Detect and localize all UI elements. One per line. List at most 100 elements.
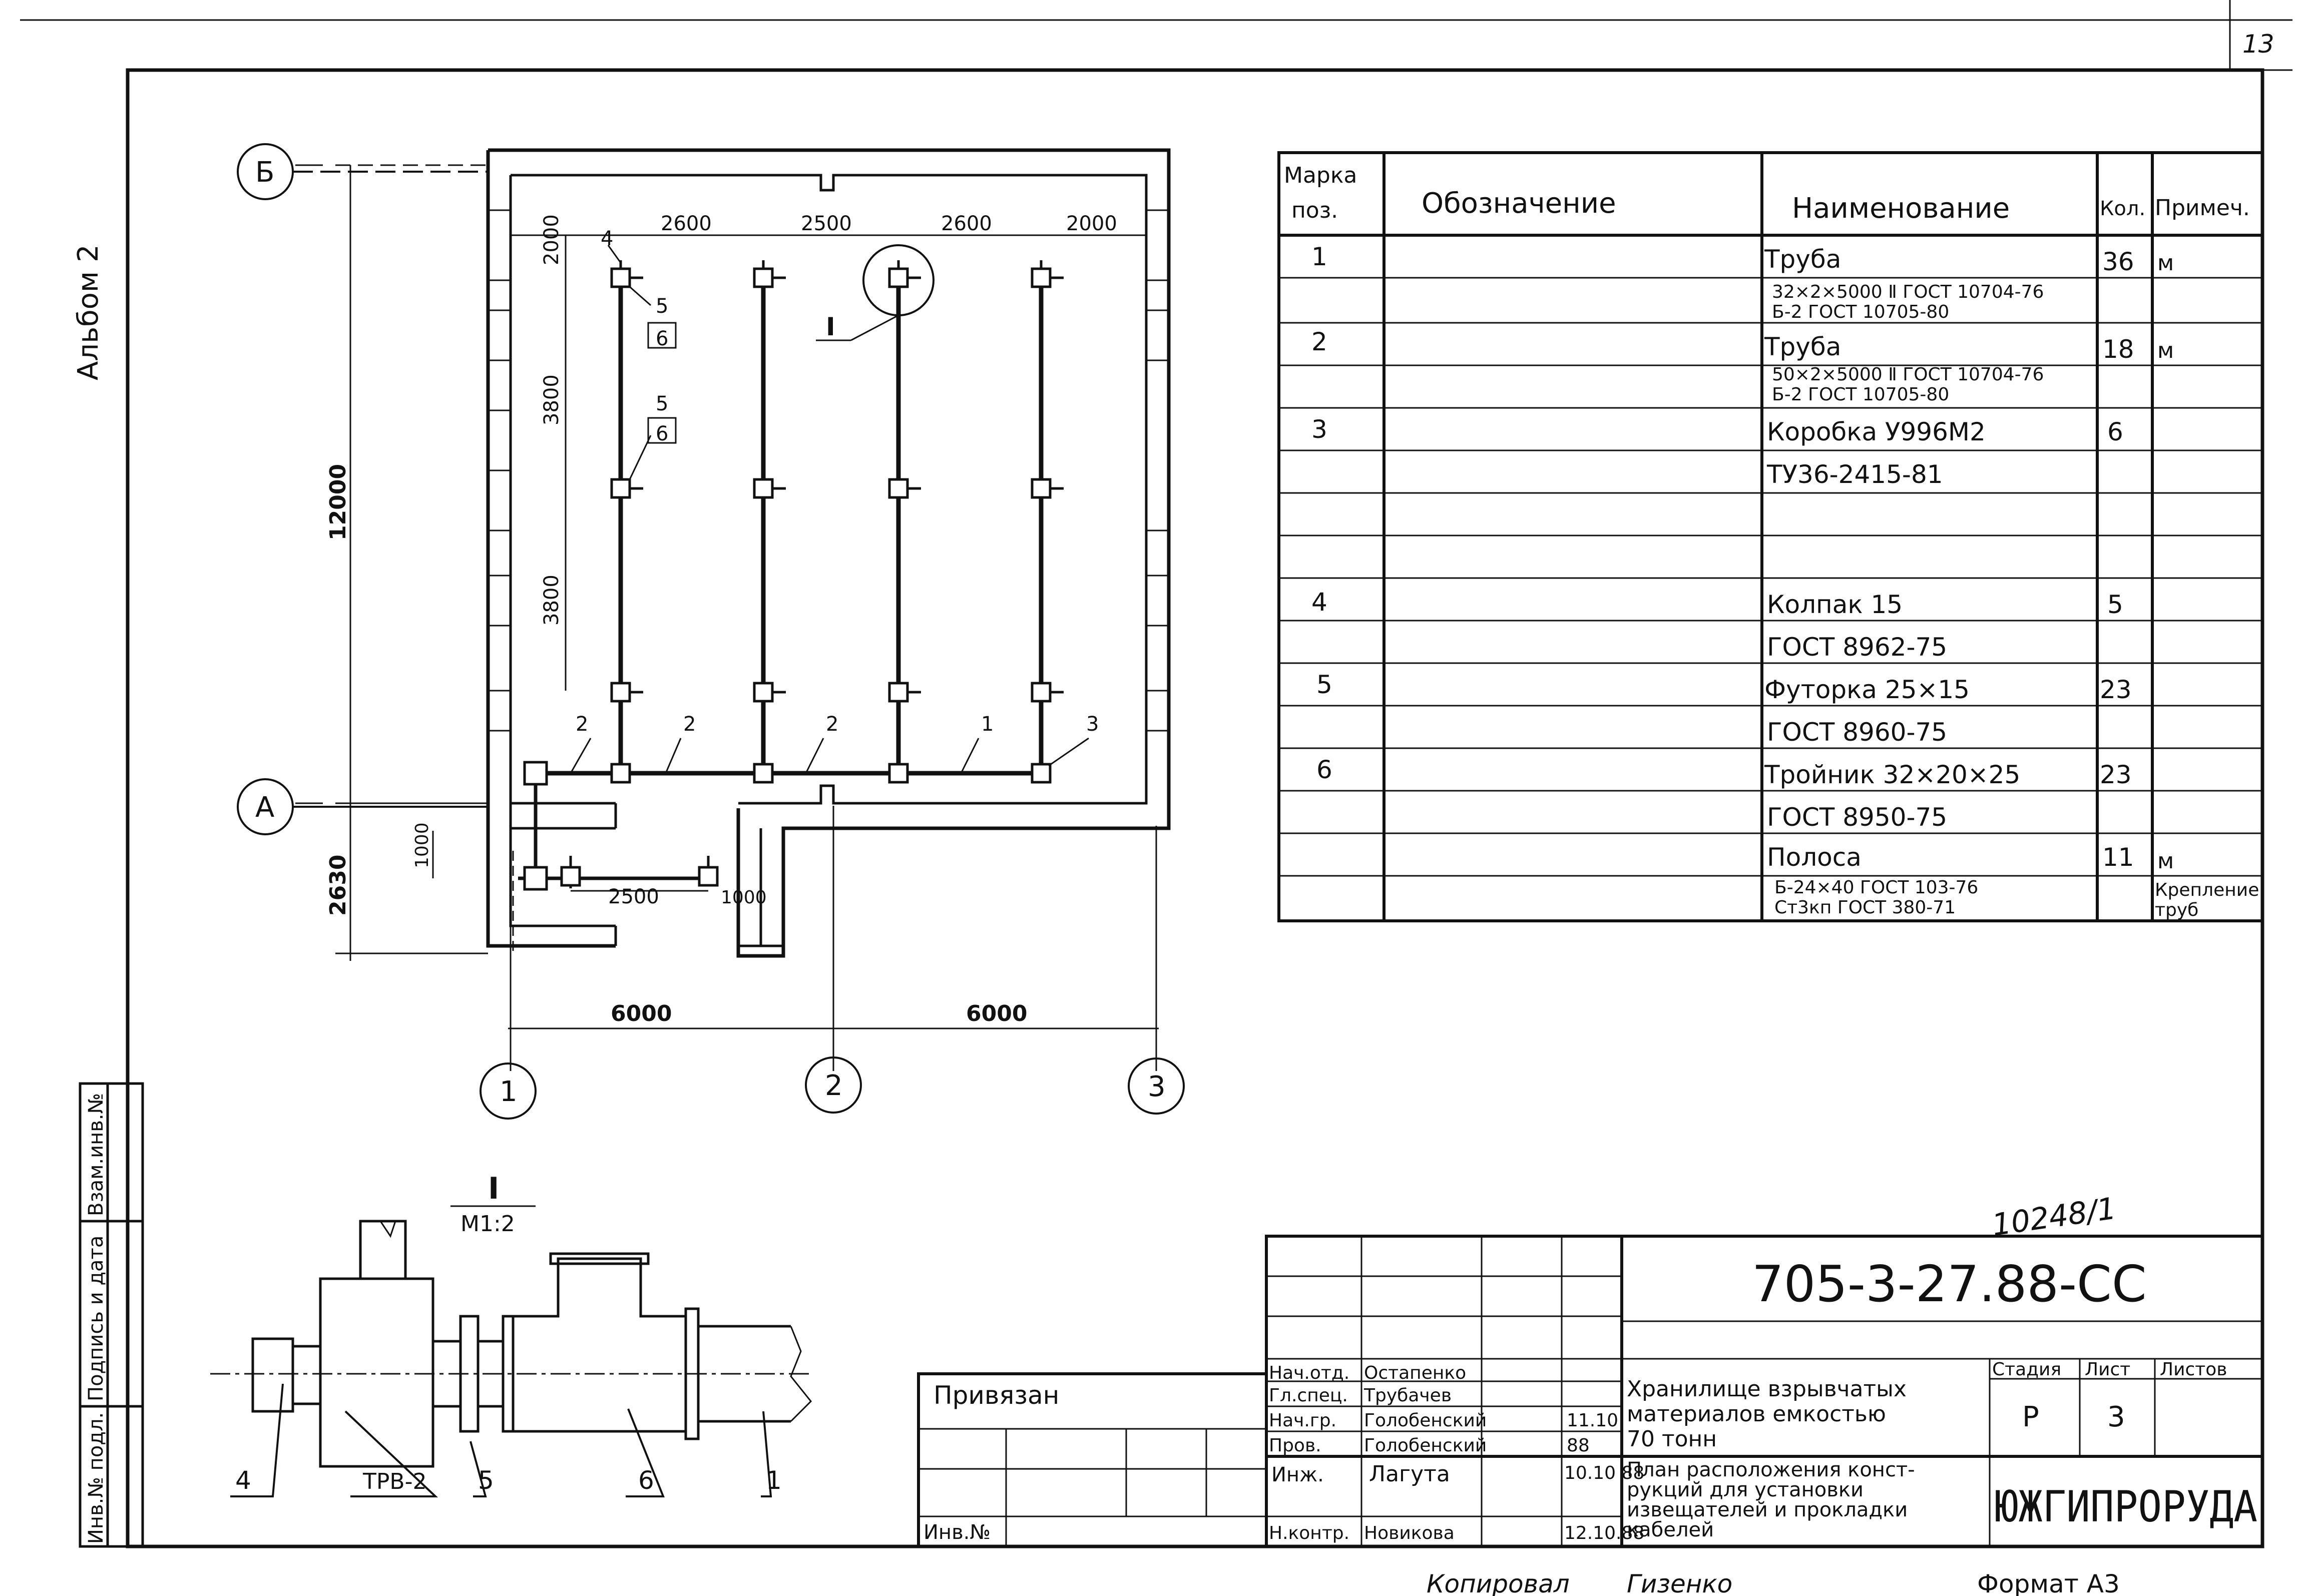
row-4-name: Колпак 15 bbox=[1767, 590, 1903, 619]
copied-name: Гизенко bbox=[1627, 1569, 1732, 1596]
sheets-label: Листов bbox=[2160, 1359, 2227, 1380]
stamp-inv-no: Инв.№ подл. bbox=[85, 1412, 108, 1544]
staff-role-4: Пров. bbox=[1269, 1435, 1321, 1456]
callout-node-i: I bbox=[826, 312, 835, 341]
row-5-qty: 23 bbox=[2100, 675, 2132, 704]
row-5-mark: 5 bbox=[1316, 670, 1332, 699]
staff-date-5: 10.10 88 bbox=[1564, 1463, 1644, 1483]
row-6-spec: ГОСТ 8950-75 bbox=[1767, 803, 1947, 832]
project-title-3: 70 тонн bbox=[1627, 1426, 1717, 1452]
row-2-name: Труба bbox=[1764, 332, 1841, 361]
privyazan-label: Привязан bbox=[934, 1381, 1059, 1410]
detail-label-1: 1 bbox=[766, 1466, 782, 1495]
row-4-qty: 5 bbox=[2107, 590, 2123, 619]
staff-date-3: 11.10 bbox=[1567, 1410, 1618, 1431]
side-stamp bbox=[79, 1082, 144, 1548]
dim-pitch-1: 3800 bbox=[540, 374, 563, 425]
row-3-spec: ТУ36-2415-81 bbox=[1766, 460, 1943, 489]
staff-name-6: Новикова bbox=[1364, 1523, 1455, 1543]
row-2-qty: 18 bbox=[2102, 335, 2134, 364]
callout-5b: 5 bbox=[656, 392, 668, 415]
dim-col-3: 2600 bbox=[941, 212, 992, 235]
staff-role-3: Нач.гр. bbox=[1269, 1410, 1336, 1431]
staff-date-4: 88 bbox=[1567, 1435, 1590, 1456]
staff-name-2: Трубачев bbox=[1363, 1385, 1452, 1406]
footer: Копировал Гизенко Формат А3 bbox=[1427, 1569, 2120, 1596]
callout-5a: 5 bbox=[656, 295, 668, 318]
sheet-title-1: План расположения конст- bbox=[1627, 1458, 1915, 1481]
copied-label: Копировал bbox=[1427, 1569, 1570, 1596]
row-strip-note-b: труб bbox=[2155, 900, 2198, 920]
dim-col-2: 2500 bbox=[801, 212, 852, 235]
callout-box-3: 3 bbox=[1086, 713, 1099, 736]
row-4-spec: ГОСТ 8962-75 bbox=[1767, 633, 1947, 662]
project-title-2: материалов емкостью bbox=[1627, 1401, 1886, 1427]
sheet-title-4: кабелей bbox=[1627, 1518, 1714, 1541]
staff-name-1: Остапенко bbox=[1364, 1363, 1466, 1383]
callout-6b: 6 bbox=[656, 422, 668, 445]
axis-3: 3 bbox=[1148, 1071, 1166, 1103]
detail-label-trv: ТРВ-2 bbox=[362, 1469, 426, 1494]
header-mark: Марка bbox=[1284, 163, 1357, 188]
dim-col-1: 2600 bbox=[661, 212, 712, 235]
dim-pitch-2: 3800 bbox=[540, 575, 563, 626]
dim-vest-h2: 1000 bbox=[721, 887, 767, 908]
staff-name-5: Лагута bbox=[1369, 1461, 1450, 1487]
staff-name-4: Голобенский bbox=[1364, 1435, 1487, 1456]
row-3-qty: 6 bbox=[2107, 417, 2123, 446]
dim-top-offset: 2000 bbox=[540, 214, 563, 265]
row-1-name: Труба bbox=[1764, 245, 1841, 274]
stamp-sign-date: Подпись и дата bbox=[85, 1236, 108, 1401]
sheet-value: 3 bbox=[2107, 1401, 2125, 1433]
row-3-name: Коробка У996М2 bbox=[1767, 417, 1986, 446]
row-1-spec-b: Б-2 ГОСТ 10705-80 bbox=[1772, 302, 1949, 322]
callout-4: 4 bbox=[601, 227, 613, 250]
row-strip-spec-a: Б-24×40 ГОСТ 103-76 bbox=[1774, 877, 1978, 898]
title-block-grid bbox=[917, 1235, 2264, 1548]
row-1-spec-a: 32×2×5000 Ⅱ ГОСТ 10704-76 bbox=[1772, 282, 2044, 302]
spec-table-header: Марка поз. Обозначение Наименование Кол.… bbox=[1284, 163, 2250, 225]
dim-vest-h: 2500 bbox=[608, 885, 659, 908]
detector-stubs bbox=[619, 260, 1064, 694]
row-1-qty: 36 bbox=[2102, 247, 2134, 276]
row-strip-note-a: Крепление bbox=[2155, 880, 2259, 900]
axis-2: 2 bbox=[825, 1070, 843, 1102]
header-name: Наименование bbox=[1792, 192, 2010, 225]
callout-pipe-2a: 2 bbox=[576, 713, 588, 736]
plan-dimension-texts: 12000 2630 2000 3800 3800 2600 2500 2600… bbox=[325, 212, 1117, 1026]
staff-date-6: 12.10.88 bbox=[1564, 1523, 1644, 1543]
row-2-spec-a: 50×2×5000 Ⅱ ГОСТ 10704-76 bbox=[1772, 364, 2044, 385]
header-note: Примеч. bbox=[2155, 195, 2250, 221]
row-strip-spec-b: Ст3кп ГОСТ 380-71 bbox=[1774, 897, 1956, 918]
row-6-qty: 23 bbox=[2100, 760, 2132, 789]
staff-name-3: Голобенский bbox=[1364, 1410, 1487, 1431]
axis-a: А bbox=[255, 791, 274, 824]
callout-pipe-2b: 2 bbox=[683, 713, 696, 736]
organization: ЮЖГИПРОРУДА bbox=[1995, 1482, 2257, 1532]
staff-role-6: Н.контр. bbox=[1269, 1523, 1349, 1543]
stamp-vzam: Взам.инв.№ bbox=[85, 1093, 108, 1216]
building-plan bbox=[486, 148, 1171, 958]
detail-label-5: 5 bbox=[478, 1466, 494, 1495]
grid-axes bbox=[237, 143, 1185, 1120]
row-1-mark: 1 bbox=[1311, 242, 1327, 271]
header-pos: поз. bbox=[1291, 198, 1338, 223]
row-strip-qty: 11 bbox=[2102, 843, 2134, 872]
document-code: 705-3-27.88-СС bbox=[1752, 1255, 2147, 1313]
staff-role-2: Гл.спец. bbox=[1269, 1385, 1348, 1406]
row-6-name: Тройник 32×20×25 bbox=[1764, 760, 2020, 789]
staff-role-1: Нач.отд. bbox=[1269, 1363, 1349, 1383]
axis-1: 1 bbox=[500, 1076, 518, 1108]
dim-vestibule-height: 2630 bbox=[325, 855, 351, 916]
plan-dimension-lines bbox=[295, 164, 1159, 1071]
detail-i bbox=[210, 1205, 812, 1497]
plan-callouts bbox=[570, 245, 1089, 774]
row-strip-name: Полоса bbox=[1767, 843, 1862, 872]
dim-col-4: 2000 bbox=[1066, 212, 1117, 235]
spec-table-grid bbox=[1277, 151, 2264, 922]
title-block-texts: 10248/1 705-3-27.88-СС Привязан Инв.№ На… bbox=[924, 1191, 2257, 1544]
stage-value: Р bbox=[2022, 1401, 2039, 1433]
dim-bay-2: 6000 bbox=[966, 1001, 1027, 1026]
header-designation: Обозначение bbox=[1422, 187, 1616, 220]
